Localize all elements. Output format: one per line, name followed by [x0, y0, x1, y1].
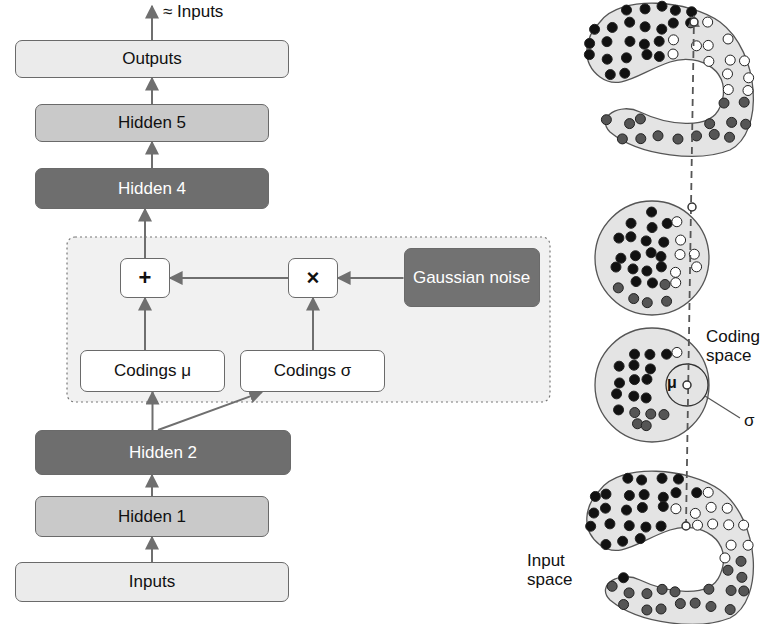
mean-marker: μ	[667, 374, 677, 392]
sampling-panel	[67, 237, 550, 402]
input-space-label: Input space	[527, 552, 577, 589]
flow-arrow	[158, 392, 262, 430]
product-operator: ×	[288, 258, 338, 298]
sample-point	[690, 18, 698, 26]
approx-output-label: ≈ Inputs	[163, 3, 223, 22]
leader-line	[705, 396, 740, 418]
flow-arrow	[144, 209, 146, 258]
output-arrow	[151, 6, 153, 40]
flow-arrow	[152, 392, 154, 430]
flow-arrow	[338, 277, 404, 279]
input-layer: Inputs	[15, 562, 289, 602]
coding-space-label: Coding space	[706, 328, 770, 365]
sigma-marker: σ	[744, 412, 755, 431]
node-label: Outputs	[122, 49, 182, 69]
node-label: Hidden 1	[118, 507, 186, 527]
node-label: Codings σ	[274, 361, 352, 381]
hidden-layer: Hidden 5	[35, 104, 269, 142]
hidden-layer: Hidden 2	[35, 430, 291, 475]
flow-arrow	[312, 298, 314, 350]
node-label: Codings μ	[114, 361, 191, 381]
hidden-layer: Hidden 4	[35, 168, 269, 209]
sum-operator: +	[120, 258, 170, 298]
sigma-circle	[666, 364, 708, 406]
input-space-blob	[587, 471, 754, 624]
flow-arrow	[151, 78, 153, 104]
coding-space-circle	[595, 201, 709, 315]
node-label: Hidden 4	[118, 179, 186, 199]
noise-box: Gaussian noise	[404, 248, 540, 307]
sample-point	[683, 381, 691, 389]
node-label: Hidden 2	[129, 443, 197, 463]
flow-arrow	[151, 537, 153, 562]
node-label: Inputs	[129, 572, 175, 592]
sigma-coding-box: Codings σ	[240, 350, 385, 392]
sample-point	[682, 522, 690, 530]
mean-coding-box: Codings μ	[80, 350, 225, 392]
output-space-blob	[587, 3, 754, 156]
node-label: +	[139, 265, 152, 290]
sample-path	[686, 16, 694, 526]
node-label: ×	[307, 265, 320, 290]
flow-arrow	[151, 475, 153, 496]
hidden-layer: Hidden 1	[35, 496, 269, 537]
flow-arrow	[170, 277, 288, 279]
node-label: Gaussian noise	[413, 268, 530, 288]
flow-arrow	[151, 142, 153, 168]
output-layer: Outputs	[15, 40, 289, 78]
flow-arrow	[144, 298, 146, 350]
sample-point	[688, 203, 696, 211]
node-label: Hidden 5	[118, 113, 186, 133]
data-points	[584, 1, 753, 615]
coding-space-circle	[595, 328, 709, 442]
